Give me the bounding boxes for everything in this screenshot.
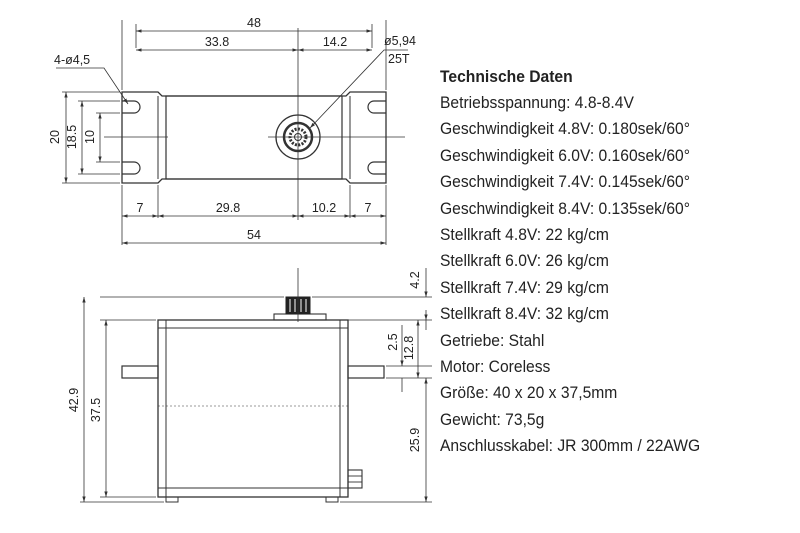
spec-speed-7-4v: Geschwindigkeit 7.4V: 0.145sek/60°	[440, 172, 690, 192]
spec-speed-4-8v: Geschwindigkeit 4.8V: 0.180sek/60°	[440, 119, 690, 139]
spec-torque-8-4v: Stellkraft 8.4V: 32 kg/cm	[440, 304, 609, 324]
side-view-foot-left	[165, 496, 179, 503]
label-dim-33-8: 33.8	[205, 35, 229, 49]
mount-slot-bottom-left	[122, 161, 141, 175]
leader-shaft	[309, 49, 408, 129]
spec-weight: Gewicht: 73,5g	[440, 409, 545, 429]
top-view-case	[165, 95, 343, 180]
spec-cable: Anschlusskabel: JR 300mm / 22AWG	[440, 436, 701, 456]
side-view	[80, 268, 432, 503]
label-dim-48: 48	[247, 16, 261, 30]
label-dim-25-9: 25.9	[408, 428, 422, 452]
label-dim-7-left: 7	[137, 201, 144, 215]
side-view-body	[157, 319, 349, 498]
label-dim-29-8: 29.8	[216, 201, 240, 215]
label-dim-7-right: 7	[365, 201, 372, 215]
label-dim-18-5: 18.5	[65, 125, 79, 149]
leader-holes	[56, 67, 129, 105]
label-dim-10-2: 10.2	[312, 201, 336, 215]
label-dim-10: 10	[83, 130, 97, 144]
side-view-cable-gland	[347, 469, 363, 489]
top-view-flange-outline	[121, 91, 387, 184]
top-view	[56, 20, 408, 245]
technical-data-panel: Technische Daten Betriebsspannung: 4.8-8…	[440, 64, 795, 460]
label-shaft-diameter: ø5,94	[384, 34, 416, 48]
spec-speed-6-0v: Geschwindigkeit 6.0V: 0.160sek/60°	[440, 145, 690, 165]
label-dim-2-5: 2.5	[386, 333, 400, 350]
spec-speed-8-4v: Geschwindigkeit 8.4V: 0.135sek/60°	[440, 198, 690, 218]
label-spline: 25T	[388, 52, 410, 66]
spec-torque-4-8v: Stellkraft 4.8V: 22 kg/cm	[440, 225, 609, 245]
label-dim-20: 20	[48, 130, 62, 144]
spec-gear: Getriebe: Stahl	[440, 330, 545, 350]
mount-slot-bottom-right	[367, 161, 386, 175]
label-holes: 4-ø4,5	[54, 53, 90, 67]
side-view-cap	[273, 313, 327, 321]
spec-torque-6-0v: Stellkraft 6.0V: 26 kg/cm	[440, 251, 609, 271]
spec-torque-7-4v: Stellkraft 7.4V: 29 kg/cm	[440, 277, 609, 297]
label-dim-42-9: 42.9	[67, 388, 81, 412]
label-dim-12-8: 12.8	[402, 336, 416, 360]
side-view-tab-right	[347, 365, 385, 379]
mount-slot-top-right	[367, 100, 386, 114]
label-dim-14-2: 14.2	[323, 35, 347, 49]
side-view-foot-right	[325, 496, 339, 503]
technical-data-title: Technische Daten	[440, 67, 573, 86]
side-view-tab-left	[121, 365, 159, 379]
spec-size: Größe: 40 x 20 x 37,5mm	[440, 383, 618, 403]
spec-motor: Motor: Coreless	[440, 357, 551, 377]
mount-slot-top-left	[122, 100, 141, 114]
label-dim-54: 54	[247, 228, 261, 242]
spec-operating-voltage: Betriebsspannung: 4.8-8.4V	[440, 93, 634, 112]
label-dim-37-5: 37.5	[89, 398, 103, 422]
label-dim-4-2: 4.2	[408, 271, 422, 288]
